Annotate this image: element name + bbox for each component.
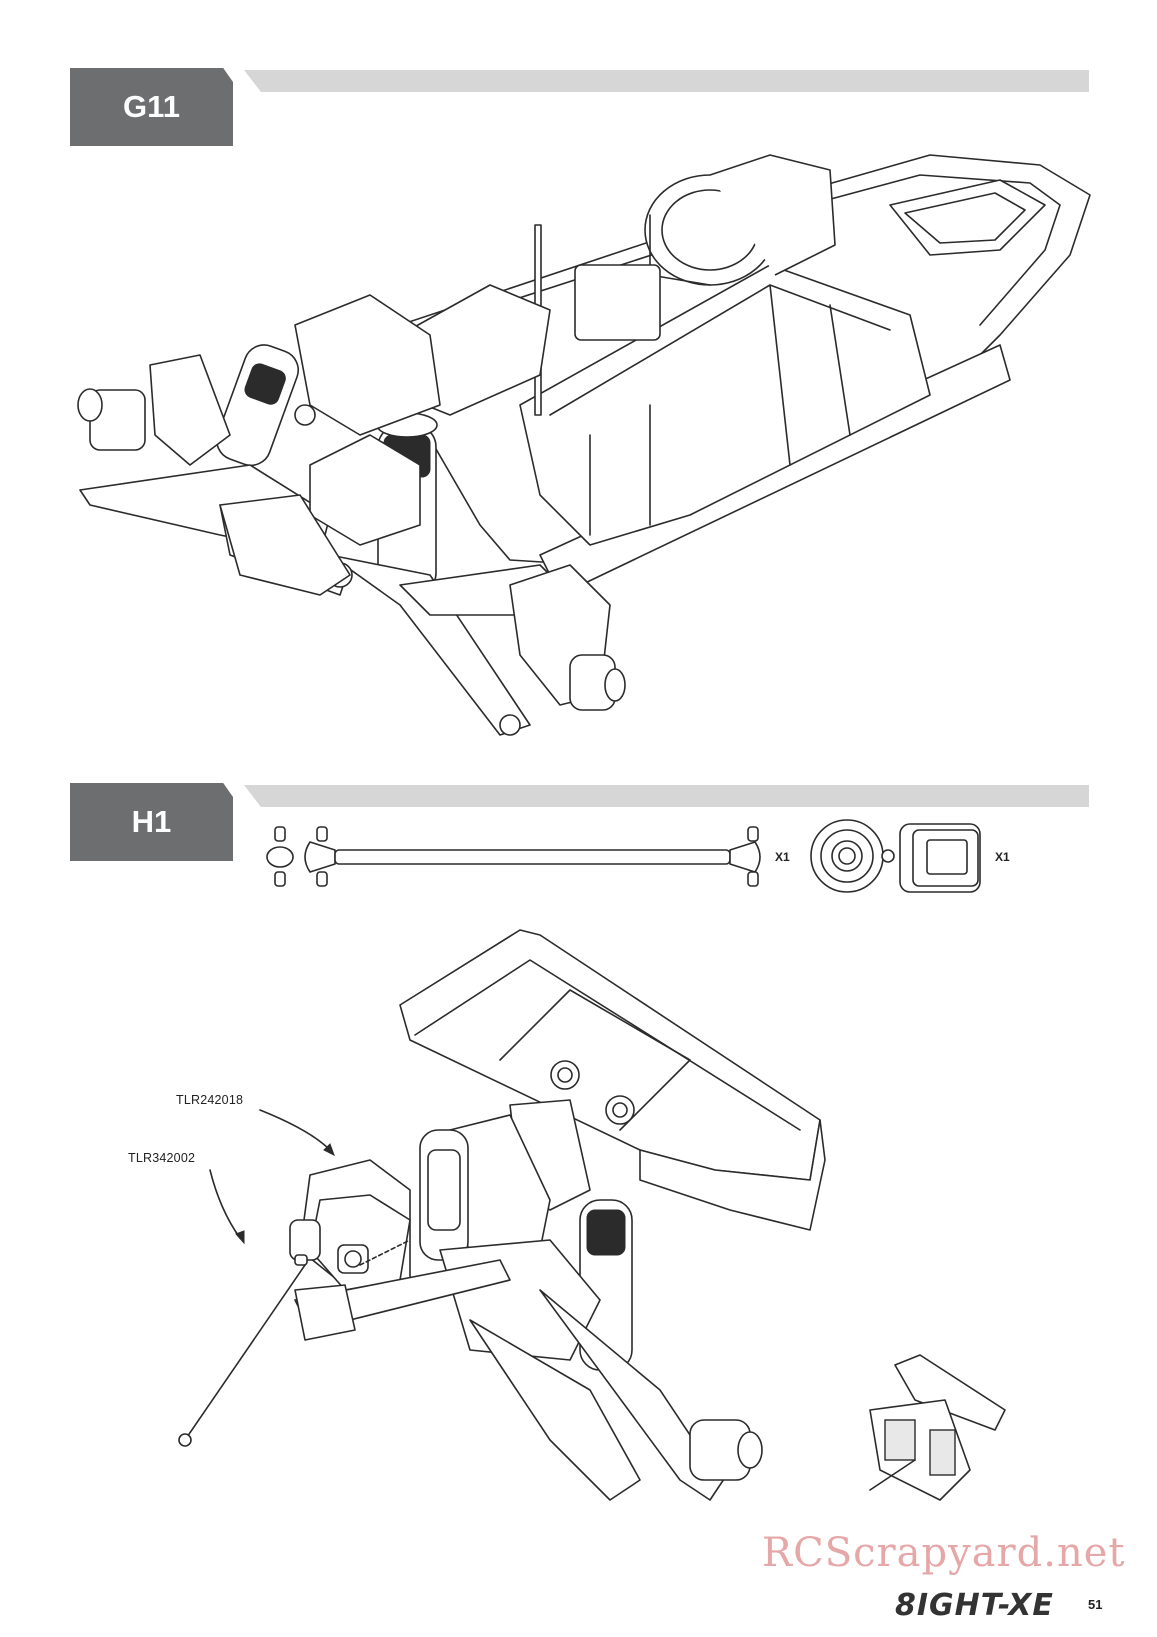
step-label-h1: H1 [70, 783, 233, 861]
rear-end-assembly-illustration [178, 929, 826, 1501]
chassis-assembly-illustration [77, 154, 1091, 736]
page-number: 51 [1088, 1597, 1103, 1612]
step-header-bar-g11 [244, 70, 1089, 92]
step-label-g11: G11 [70, 68, 233, 146]
drive-cup-part-illustration [810, 819, 981, 893]
part-callout-tlr242018: TLR242018 [176, 1093, 244, 1107]
brand-logo: 8IGHT-XE [895, 1588, 1054, 1623]
driveshaft-quantity: X1 [775, 850, 790, 864]
watermark-text: RCScrapyard.net [762, 1530, 1126, 1576]
part-callout-tlr342002: TLR342002 [128, 1151, 196, 1165]
driveshaft-part-illustration [266, 826, 761, 887]
thumbnail-reference-illustration [869, 1354, 1006, 1501]
step-header-bar-h1 [244, 785, 1089, 807]
drive-cup-quantity: X1 [995, 850, 1010, 864]
callout-leader-lines [209, 1109, 335, 1245]
